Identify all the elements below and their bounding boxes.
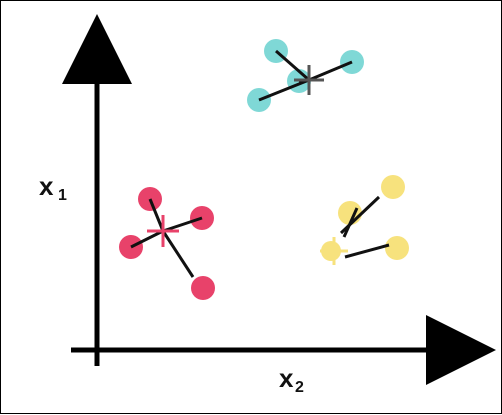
yellow-distance-line [344, 243, 390, 259]
pink-centroid-marker [147, 215, 179, 247]
pink-distance-line [148, 198, 165, 232]
yellow-point [385, 236, 409, 260]
pink-distance-line [162, 216, 203, 233]
yellow-point [381, 175, 405, 199]
y-axis-subscript: 1 [58, 187, 67, 204]
cyan-distance-line [308, 60, 353, 82]
y-axis-label: x [39, 171, 54, 201]
x-axis-label: x [279, 363, 294, 393]
cyan-centroid-marker [294, 65, 324, 95]
yellow-cluster [320, 175, 409, 265]
pink-distance-line [161, 230, 195, 278]
pink-point [191, 276, 215, 300]
x-axis-subscript: 2 [295, 379, 304, 396]
cyan-distance-line [258, 78, 310, 102]
cyan-cluster [247, 39, 364, 112]
pink-distance-line [130, 229, 164, 249]
cyan-distance-line [275, 49, 310, 82]
yellow-distance-line [342, 207, 359, 238]
yellow-centroid-marker [320, 237, 348, 265]
pink-cluster [119, 187, 215, 300]
